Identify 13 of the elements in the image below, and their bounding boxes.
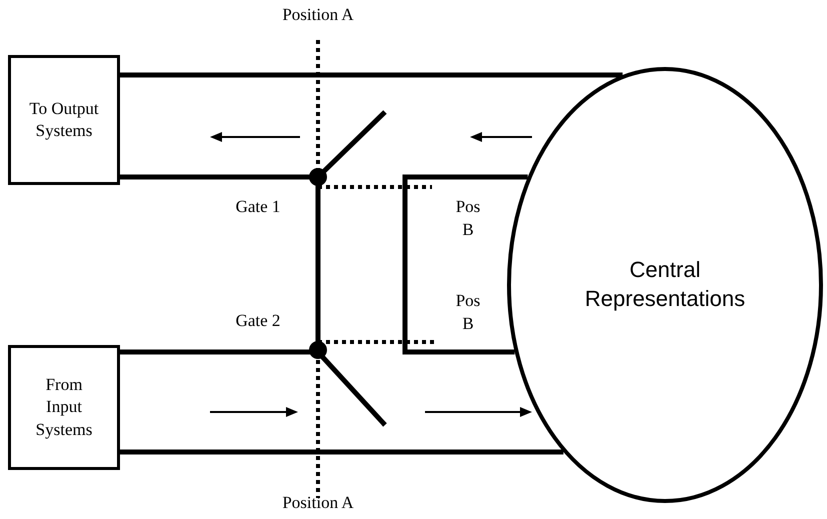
diagram-label: Position A bbox=[282, 492, 354, 514]
node-label: From Input Systems bbox=[34, 374, 94, 441]
diagram-label: Gate 2 bbox=[236, 310, 280, 332]
diagram-label: Gate 1 bbox=[236, 196, 280, 218]
system-box bbox=[8, 55, 120, 185]
channel-line bbox=[120, 72, 623, 78]
node-label: Central Representations bbox=[584, 256, 746, 313]
diagram-label: Pos B bbox=[454, 196, 482, 241]
system-box bbox=[8, 345, 120, 470]
diagram-label: Pos B bbox=[454, 290, 482, 335]
channel-line bbox=[120, 450, 564, 454]
diagram-label: Position A bbox=[282, 4, 354, 26]
node-label: To Output Systems bbox=[29, 98, 99, 142]
